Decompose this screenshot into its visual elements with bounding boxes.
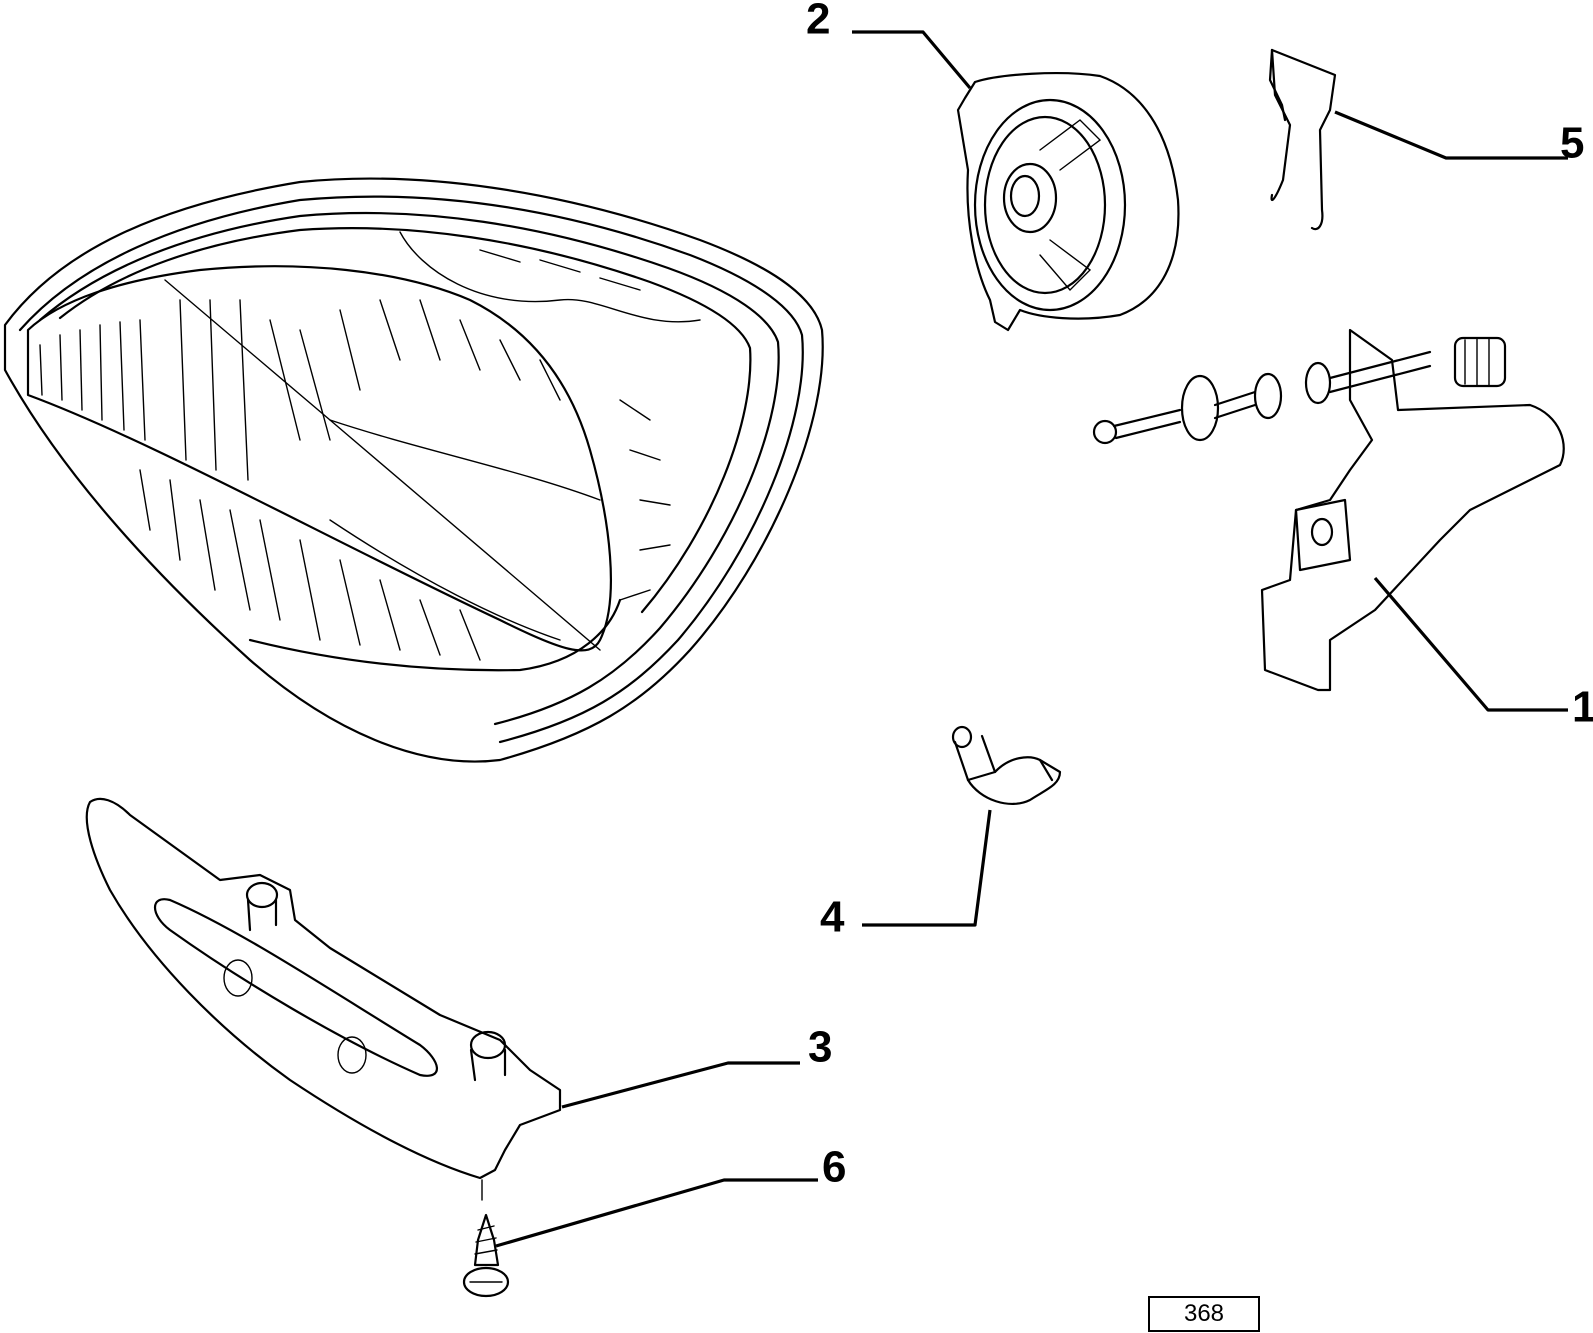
leader-3 <box>561 1061 800 1109</box>
leader-4 <box>862 809 992 927</box>
leader-2 <box>852 30 972 90</box>
callout-6: 6 <box>822 1143 846 1192</box>
bulb-holder-cap <box>956 72 1180 332</box>
callout-2: 2 <box>806 0 830 44</box>
screw <box>462 1213 510 1298</box>
leader-1 <box>1373 576 1568 712</box>
callout-1: 1 <box>1572 683 1593 732</box>
callout-labels: 1 2 3 4 5 6 <box>806 0 1593 1192</box>
bulb <box>951 725 1062 805</box>
bracket-assembly <box>1092 328 1565 692</box>
callout-4: 4 <box>820 893 845 942</box>
headlamp-housing <box>3 177 824 763</box>
leader-5 <box>1334 110 1568 160</box>
callout-5: 5 <box>1560 119 1584 168</box>
spring-clip <box>1268 48 1337 231</box>
leader-lines <box>495 30 1568 1248</box>
callout-3: 3 <box>808 1023 832 1072</box>
page-number: 368 <box>1148 1296 1260 1332</box>
side-trim-strip <box>85 797 562 1201</box>
leader-6 <box>495 1178 818 1248</box>
